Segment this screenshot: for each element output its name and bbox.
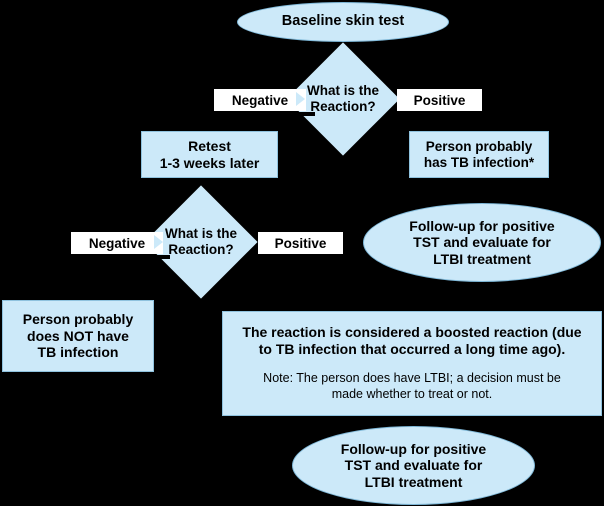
node-baseline-skin-test: Baseline skin test bbox=[237, 2, 449, 42]
node-decision-1: What is the Reaction? bbox=[286, 42, 400, 156]
node-boosted-reaction-note-text: Note: The person does have LTBI; a decis… bbox=[263, 371, 561, 402]
decision1-negative-connector bbox=[215, 112, 315, 116]
branch-label-decision1-negative: Negative bbox=[214, 89, 306, 111]
decision2-positive-arrow-icon bbox=[239, 235, 248, 249]
node-has-tb-infection-label: Person probably has TB infection* bbox=[423, 138, 535, 170]
decision2-negative-connector bbox=[72, 255, 170, 259]
node-no-tb-infection: Person probably does NOT have TB infecti… bbox=[2, 300, 154, 372]
node-boosted-reaction-panel: The reaction is considered a boosted rea… bbox=[222, 311, 602, 416]
branch-label-decision1-negative-text: Negative bbox=[231, 92, 289, 108]
decision1-negative-arrow-icon bbox=[296, 92, 305, 106]
branch-label-decision2-positive-text: Positive bbox=[274, 235, 327, 251]
node-no-tb-infection-label: Person probably does NOT have TB infecti… bbox=[22, 311, 134, 361]
decision-1-label-wrap: What is the Reaction? bbox=[303, 59, 383, 139]
node-followup-top-label: Follow-up for positive TST and evaluate … bbox=[409, 217, 555, 267]
decision-2-label-wrap: What is the Reaction? bbox=[161, 202, 241, 282]
decision2-positive-connector bbox=[248, 255, 345, 259]
decision1-positive-arrow-icon bbox=[381, 92, 390, 106]
branch-label-decision1-positive-text: Positive bbox=[413, 92, 466, 108]
node-boosted-reaction-main-text: The reaction is considered a boosted rea… bbox=[242, 324, 582, 358]
branch-label-decision2-negative: Negative bbox=[71, 232, 163, 254]
node-decision-2: What is the Reaction? bbox=[144, 185, 258, 299]
decision2-negative-arrow-icon bbox=[154, 235, 163, 249]
node-followup-top: Follow-up for positive TST and evaluate … bbox=[363, 203, 601, 282]
node-decision-2-label: What is the Reaction? bbox=[164, 226, 237, 257]
branch-label-decision2-negative-text: Negative bbox=[88, 235, 146, 251]
node-baseline-skin-test-label: Baseline skin test bbox=[281, 13, 405, 30]
node-retest: Retest 1-3 weeks later bbox=[141, 131, 278, 178]
node-decision-1-label: What is the Reaction? bbox=[306, 83, 379, 114]
node-followup-bottom-label: Follow-up for positive TST and evaluate … bbox=[340, 440, 487, 490]
node-followup-bottom: Follow-up for positive TST and evaluate … bbox=[292, 426, 535, 505]
branch-label-decision1-positive: Positive bbox=[397, 89, 482, 111]
node-retest-label: Retest 1-3 weeks later bbox=[159, 137, 260, 171]
decision1-positive-connector bbox=[388, 112, 484, 116]
node-has-tb-infection: Person probably has TB infection* bbox=[409, 131, 549, 178]
branch-label-decision2-positive: Positive bbox=[258, 232, 343, 254]
